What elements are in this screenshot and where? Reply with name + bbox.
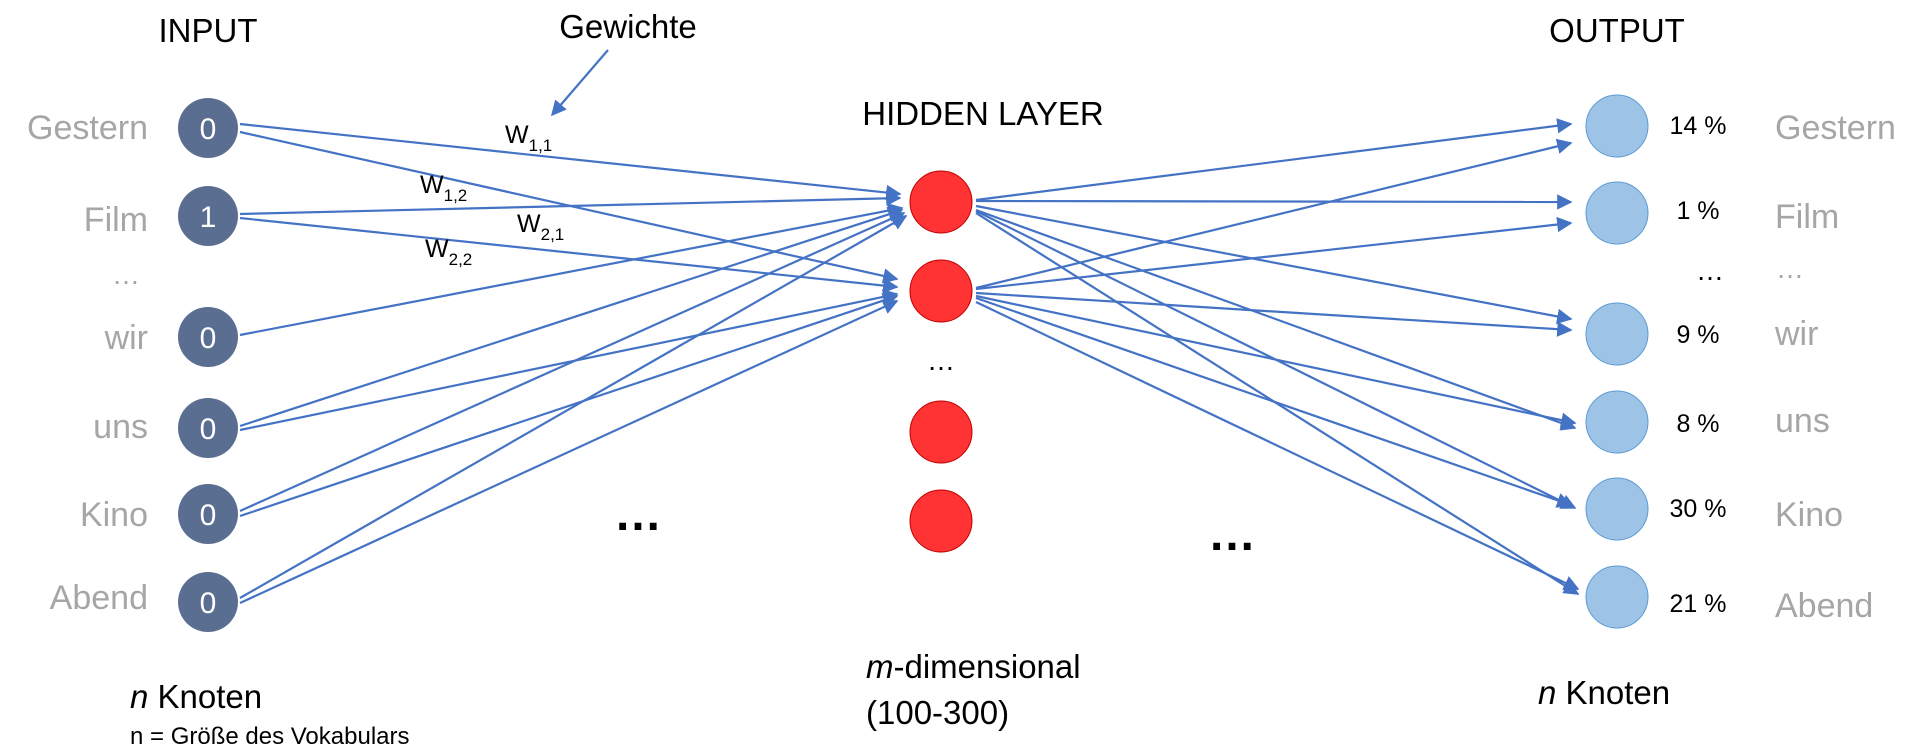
connection-arrow — [239, 203, 904, 337]
connection-arrow — [975, 294, 1577, 428]
input-word-kino: Kino — [80, 496, 148, 534]
hidden-column: … — [909, 170, 973, 553]
hidden-node-2 — [909, 259, 973, 323]
input-value-uns: 0 — [200, 413, 217, 446]
input-hidden-ellipsis: … — [614, 488, 662, 541]
output-node-film — [1585, 181, 1649, 245]
input-word-film: Film — [84, 201, 148, 239]
output-node-wir — [1585, 302, 1649, 366]
input-node-abend — [178, 572, 238, 632]
output-column: 14 % Gestern 1 % Film … … 9 % wir 8 % un… — [1585, 94, 1896, 629]
connection-arrow — [239, 211, 906, 513]
weight-label-w22: W2,2 — [425, 235, 472, 269]
output-word-film: Film — [1775, 198, 1839, 236]
hidden-node-1 — [909, 170, 973, 234]
connection-arrow — [975, 301, 1580, 590]
connection-arrow — [239, 206, 904, 428]
output-node-abend — [1585, 565, 1649, 629]
hidden-caption: m-dimensional — [866, 648, 1081, 685]
output-percent-kino: 30 % — [1670, 495, 1727, 523]
connection-arrow — [975, 291, 1573, 337]
hidden-node-4 — [909, 489, 973, 553]
input-column: Gestern 0 Film 1 … wir 0 uns 0 Kino 0 Ab… — [27, 98, 238, 632]
output-heading: OUTPUT — [1549, 12, 1685, 49]
input-node-film — [178, 186, 238, 246]
output-caption: n Knoten — [1538, 674, 1670, 711]
connection-arrow — [239, 216, 899, 294]
output-word-kino: Kino — [1775, 496, 1843, 534]
hidden-ellipsis: … — [927, 345, 955, 376]
connection-arrow — [975, 118, 1573, 202]
input-caption-note: n = Größe des Vokabulars — [130, 723, 410, 748]
output-word-gestern: Gestern — [1775, 109, 1896, 147]
output-node-gestern — [1585, 94, 1649, 158]
connection-arrow — [975, 204, 1573, 324]
weights-heading: Gewichte — [559, 8, 697, 45]
input-node-wir — [178, 307, 238, 367]
input-word-uns: uns — [93, 408, 148, 446]
input-value-abend: 0 — [200, 587, 217, 620]
output-percent-wir: 9 % — [1676, 321, 1719, 349]
input-node-kino — [178, 484, 238, 544]
weights-pointer-arrow — [550, 49, 609, 117]
weight-label-w12: W1,2 — [420, 171, 467, 205]
connection-arrow — [239, 215, 908, 599]
connection-arrow — [239, 190, 902, 216]
output-word-uns: uns — [1775, 402, 1830, 440]
output-word-ellipsis: … — [1776, 253, 1804, 284]
output-node-kino — [1585, 477, 1649, 541]
connection-arrow — [975, 208, 1577, 431]
output-percent-film: 1 % — [1676, 197, 1719, 225]
input-value-wir: 0 — [200, 322, 217, 355]
connection-arrow — [239, 293, 899, 518]
output-percent-gestern: 14 % — [1670, 112, 1727, 140]
output-percent-uns: 8 % — [1676, 410, 1719, 438]
connection-arrow — [975, 216, 1573, 291]
weight-label-w11: W1,1 — [505, 121, 552, 155]
edges-layer — [239, 118, 1580, 604]
hidden-caption-range: (100-300) — [866, 694, 1009, 731]
connection-arrow — [239, 122, 902, 201]
input-node-uns — [178, 398, 238, 458]
hidden-layer-heading: HIDDEN LAYER — [862, 95, 1103, 132]
connection-arrow — [975, 138, 1573, 290]
hidden-output-ellipsis: … — [1208, 508, 1256, 561]
weight-label-w21: W2,1 — [517, 210, 564, 244]
input-value-film: 1 — [200, 201, 217, 234]
input-word-abend: Abend — [50, 579, 148, 617]
output-word-abend: Abend — [1775, 587, 1873, 625]
hidden-node-3 — [909, 400, 973, 464]
input-word-ellipsis: … — [112, 259, 140, 290]
connection-arrow — [975, 194, 1573, 210]
input-word-wir: wir — [104, 319, 148, 357]
input-caption: n Knoten — [130, 678, 262, 715]
output-percent-abend: 21 % — [1670, 590, 1727, 618]
connection-arrow — [975, 296, 1573, 508]
output-word-wir: wir — [1774, 315, 1818, 353]
input-heading: INPUT — [159, 12, 258, 49]
input-value-gestern: 0 — [200, 113, 217, 146]
output-node-uns — [1585, 390, 1649, 454]
input-node-gestern — [178, 98, 238, 158]
input-value-kino: 0 — [200, 499, 217, 532]
output-percent-ellipsis: … — [1696, 255, 1724, 286]
connection-arrow — [239, 289, 899, 432]
input-word-gestern: Gestern — [27, 109, 148, 147]
connection-arrow — [239, 299, 899, 604]
